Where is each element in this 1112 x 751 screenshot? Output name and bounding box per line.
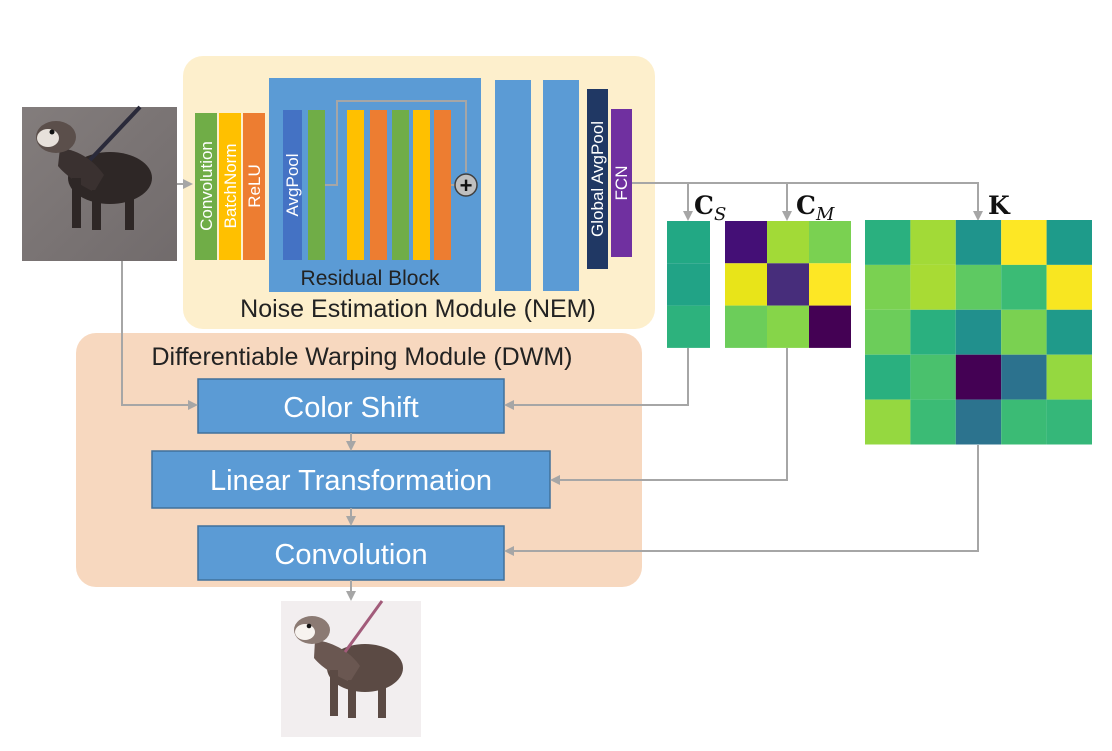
k-matrix-cell bbox=[955, 264, 1002, 310]
residual-block-label: Residual Block bbox=[301, 267, 440, 290]
global-avgpool-label: Global AvgPool bbox=[588, 121, 607, 237]
k-matrix-cell bbox=[865, 399, 911, 445]
cm-matrix-cell bbox=[809, 221, 851, 264]
cm-matrix bbox=[725, 221, 851, 348]
k-matrix-cell bbox=[865, 264, 911, 310]
convolution-label: Convolution bbox=[274, 539, 427, 571]
conv-block-3 bbox=[543, 80, 579, 291]
cs-label: C S bbox=[694, 191, 726, 225]
avgpool-layer-label: AvgPool bbox=[283, 153, 302, 216]
relu-layer bbox=[243, 113, 265, 260]
residual-orange-1 bbox=[370, 110, 387, 260]
k-matrix-cell bbox=[865, 354, 911, 400]
cm-matrix-cell bbox=[809, 305, 851, 348]
conv-layer bbox=[195, 113, 217, 260]
k-matrix-cell bbox=[1046, 264, 1092, 310]
cm-matrix-cell bbox=[725, 305, 767, 348]
residual-green-2 bbox=[392, 110, 409, 260]
k-matrix-cell bbox=[955, 399, 1002, 445]
dwm-title: Differentiable Warping Module (DWM) bbox=[152, 343, 573, 371]
cm-matrix-cell bbox=[725, 221, 767, 264]
relu-layer-label: ReLU bbox=[245, 164, 264, 207]
cs-main: C bbox=[694, 191, 714, 220]
convolution-box bbox=[197, 525, 505, 581]
k-matrix-cell bbox=[865, 220, 911, 265]
k-matrix-cell bbox=[1001, 309, 1047, 355]
residual-orange-2 bbox=[434, 110, 451, 260]
k-main: K bbox=[988, 191, 1011, 220]
k-matrix-cell bbox=[1001, 264, 1047, 310]
k-matrix-cell bbox=[1046, 354, 1092, 400]
cs-matrix bbox=[667, 221, 710, 348]
cm-matrix-cell bbox=[725, 263, 767, 306]
cm-sub: M bbox=[815, 204, 835, 225]
k-matrix-cell bbox=[865, 309, 911, 355]
k-matrix-cell bbox=[910, 399, 956, 445]
conv-layer-label: Convolution bbox=[197, 141, 216, 231]
skip-connection bbox=[325, 100, 467, 186]
k-matrix-cell bbox=[1046, 309, 1092, 355]
plus-node bbox=[454, 173, 478, 197]
flow-arrows bbox=[121, 179, 983, 601]
avgpool-layer bbox=[283, 110, 302, 260]
cm-matrix-cell bbox=[767, 263, 809, 306]
fcn-layer bbox=[611, 109, 632, 257]
cm-matrix-cell bbox=[767, 221, 809, 264]
k-matrix-cell bbox=[910, 354, 956, 400]
input-image bbox=[22, 105, 177, 261]
k-matrix bbox=[865, 220, 1092, 445]
batchnorm-layer-label: BatchNorm bbox=[221, 143, 240, 228]
k-matrix-cell bbox=[1001, 399, 1047, 445]
cm-matrix-cell bbox=[767, 305, 809, 348]
residual-yellow-2 bbox=[413, 110, 430, 260]
k-label: K bbox=[988, 191, 1011, 220]
global-avgpool-layer bbox=[587, 89, 608, 269]
k-matrix-cell bbox=[910, 220, 956, 265]
k-matrix-cell bbox=[955, 354, 1002, 400]
plus-symbol: + bbox=[460, 173, 473, 198]
fcn-layer-label: FCN bbox=[612, 166, 631, 201]
cm-label: C M bbox=[796, 191, 835, 225]
nem-title: Noise Estimation Module (NEM) bbox=[240, 295, 596, 323]
k-matrix-cell bbox=[1046, 399, 1092, 445]
color-shift-label: Color Shift bbox=[283, 392, 418, 424]
cm-matrix-cell bbox=[809, 263, 851, 306]
cm-main: C bbox=[796, 191, 816, 220]
k-matrix-cell bbox=[1001, 220, 1047, 265]
k-matrix-cell bbox=[955, 309, 1002, 355]
k-matrix-cell bbox=[910, 264, 956, 310]
batchnorm-layer bbox=[219, 113, 241, 260]
output-image bbox=[281, 600, 421, 737]
k-matrix-cell bbox=[1001, 354, 1047, 400]
k-matrix-cell bbox=[910, 309, 956, 355]
k-matrix-cell bbox=[955, 220, 1002, 265]
linear-transformation-label: Linear Transformation bbox=[210, 465, 492, 497]
residual-yellow-1 bbox=[347, 110, 364, 260]
cs-sub: S bbox=[714, 204, 726, 225]
conv-block-2 bbox=[495, 80, 531, 291]
color-shift-box bbox=[197, 378, 505, 434]
cs-matrix-cell bbox=[667, 305, 710, 348]
residual-green-1 bbox=[308, 110, 325, 260]
cs-matrix-cell bbox=[667, 263, 710, 306]
k-matrix-cell bbox=[1046, 220, 1092, 265]
cs-matrix-cell bbox=[667, 221, 710, 264]
